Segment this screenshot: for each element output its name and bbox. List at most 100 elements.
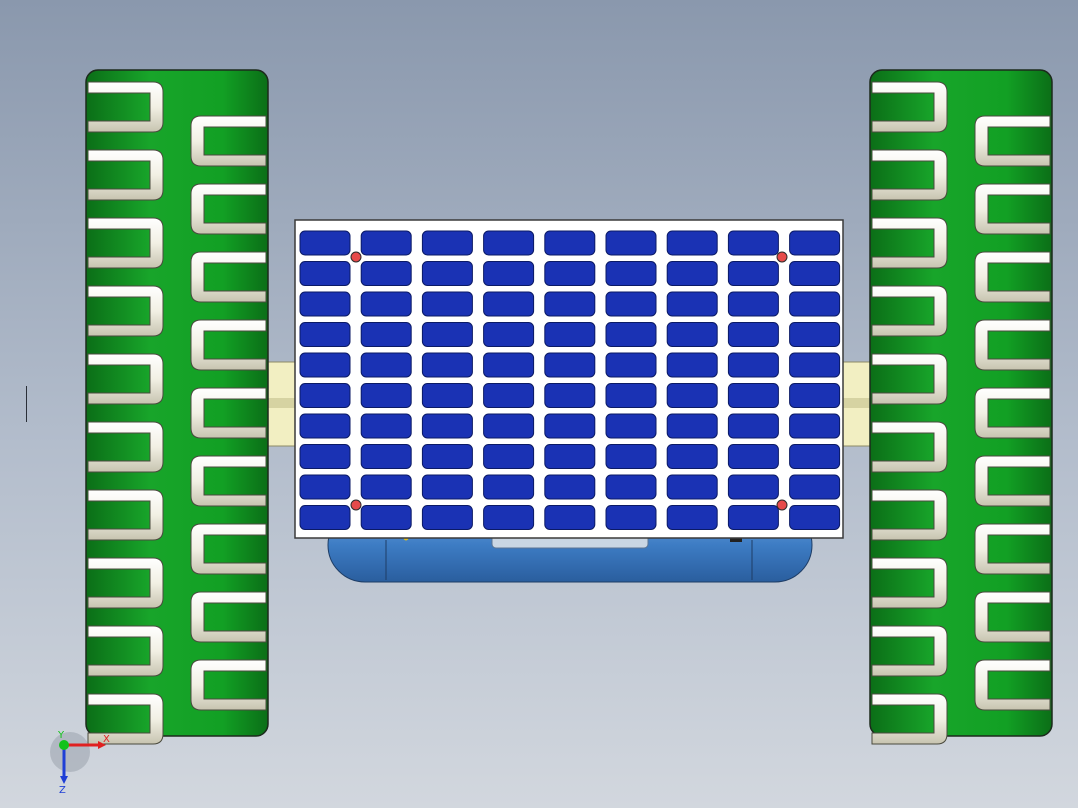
solar-cell: [789, 383, 841, 408]
solar-cell: [544, 505, 596, 530]
solar-cell: [360, 352, 412, 378]
solar-cell: [299, 505, 351, 530]
solar-cell: [727, 413, 779, 439]
solar-cell: [605, 505, 657, 530]
solar-cell: [483, 291, 535, 317]
solar-cell: [483, 230, 535, 256]
tread-lug: [974, 319, 1051, 371]
solar-cell: [483, 413, 535, 439]
tread-lug: [190, 319, 267, 371]
y-axis-label: Y: [57, 730, 65, 741]
solar-cell: [483, 383, 535, 408]
tread-lug: [190, 591, 267, 643]
solar-cell: [421, 505, 473, 530]
solar-cell: [727, 444, 779, 469]
tread-lug: [871, 353, 948, 405]
solar-cell: [605, 291, 657, 317]
solar-cell: [483, 474, 535, 500]
tread-lug: [974, 591, 1051, 643]
solar-cell: [544, 322, 596, 347]
solar-cell: [544, 474, 596, 500]
tread-lug: [190, 115, 267, 167]
solar-cell: [666, 291, 718, 317]
panel-mount-screws: [350, 251, 788, 511]
z-arrowhead-icon: [60, 776, 68, 784]
right-wheel[interactable]: [869, 69, 1053, 745]
solar-cell: [360, 322, 412, 347]
tread-lug: [190, 183, 267, 235]
solar-cell: [360, 474, 412, 500]
left-wheel[interactable]: [85, 69, 269, 745]
orientation-triad[interactable]: X Y Z: [50, 730, 110, 796]
solar-cell: [666, 352, 718, 378]
solar-cell: [727, 474, 779, 500]
tread-lug: [871, 217, 948, 269]
y-axis-dot-icon: [59, 740, 69, 750]
tread-lug: [190, 659, 267, 711]
solar-cell: [421, 474, 473, 500]
solar-cell: [299, 322, 351, 347]
solar-cell: [421, 413, 473, 439]
solar-cell: [360, 444, 412, 469]
solar-cell: [789, 291, 841, 317]
tread-lug: [871, 625, 948, 677]
tread-lug: [974, 115, 1051, 167]
screw-icon: [350, 499, 362, 511]
tread-lug: [190, 455, 267, 507]
solar-cell: [544, 261, 596, 286]
solar-cell: [421, 230, 473, 256]
solar-cell: [421, 291, 473, 317]
tread-lug: [87, 625, 164, 677]
solar-cell: [727, 291, 779, 317]
tread-lug: [871, 421, 948, 473]
solar-cell: [727, 261, 779, 286]
tread-lug: [87, 149, 164, 201]
solar-cell: [727, 383, 779, 408]
tread-lug: [871, 149, 948, 201]
solar-cell: [544, 413, 596, 439]
solar-panel[interactable]: [294, 219, 844, 539]
solar-cell: [299, 291, 351, 317]
solar-cell: [483, 322, 535, 347]
solar-cell: [360, 383, 412, 408]
tread-lug: [190, 523, 267, 575]
solar-cell: [421, 352, 473, 378]
solar-cell: [605, 444, 657, 469]
x-arrowhead-icon: [98, 741, 106, 749]
solar-cell: [483, 505, 535, 530]
solar-cell: [789, 261, 841, 286]
solar-cell: [605, 322, 657, 347]
solar-cell: [666, 322, 718, 347]
solar-cell: [666, 261, 718, 286]
solar-cell: [544, 444, 596, 469]
tread-lug: [87, 217, 164, 269]
solar-cell: [360, 291, 412, 317]
right-axle: [841, 361, 873, 447]
solar-cell: [605, 383, 657, 408]
tread-lug: [974, 387, 1051, 439]
solar-cell: [666, 230, 718, 256]
tread-lug: [871, 81, 948, 133]
solar-cell: [299, 444, 351, 469]
solar-cell: [605, 352, 657, 378]
solar-cell: [789, 505, 841, 530]
solar-cell: [421, 444, 473, 469]
solar-cell: [666, 383, 718, 408]
tread-lug: [87, 557, 164, 609]
tread-lug: [974, 455, 1051, 507]
solar-panel-cells: [299, 230, 841, 530]
solar-cell: [605, 261, 657, 286]
solar-cell: [666, 474, 718, 500]
solar-cell: [727, 505, 779, 530]
solar-cell: [299, 352, 351, 378]
solar-cell: [727, 230, 779, 256]
solar-cell: [727, 322, 779, 347]
tread-lug: [87, 421, 164, 473]
solar-cell: [360, 261, 412, 286]
solar-cell: [360, 230, 412, 256]
solar-cell: [544, 230, 596, 256]
tread-lug: [871, 285, 948, 337]
tread-lug: [974, 251, 1051, 303]
